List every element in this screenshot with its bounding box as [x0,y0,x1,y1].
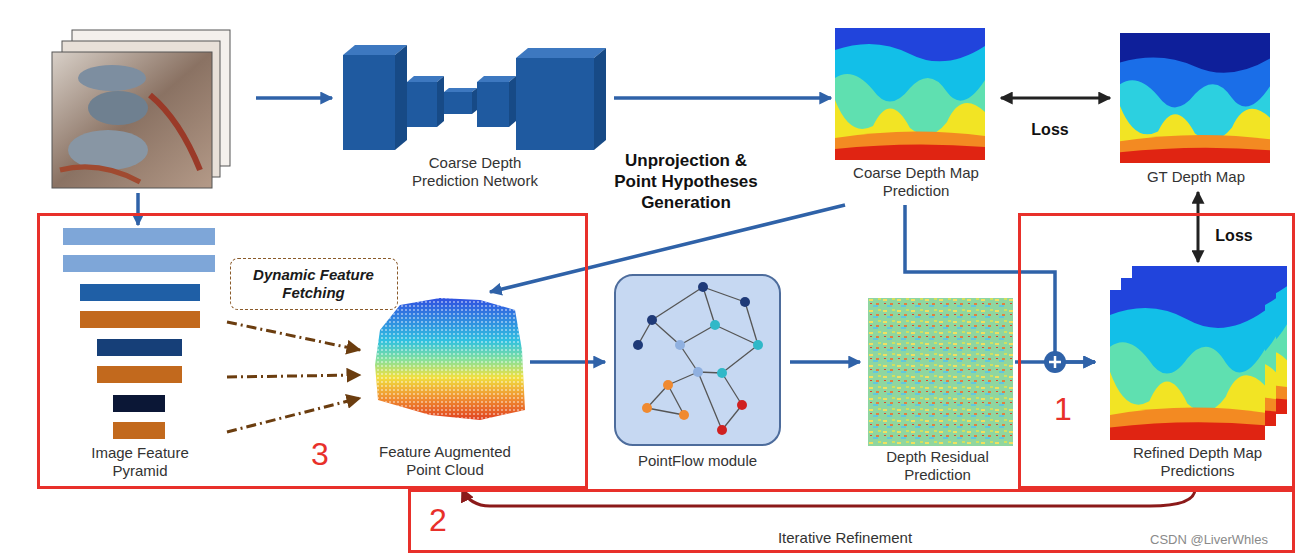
depth-image [1120,33,1270,163]
feature-fetch-arrow [227,322,360,350]
watermark: CSDN @LiverWhles [1150,532,1268,548]
highlight-box: 3 Image Feature Pyramid Dynamic Feature Fe… [37,213,588,489]
depth-map-stack: Refined Depth Map Predictions [1095,262,1290,484]
residual-image [868,298,1013,446]
pointflow-graph [615,275,780,445]
flow-arrow [1001,97,1110,100]
flow-arrow [614,96,831,100]
depth-image [835,28,985,160]
network-blocks [343,45,606,150]
flow-arrow [905,205,1095,362]
highlight-box: 1Refined Depth Map Predictions [1018,213,1295,489]
edge-label: Loss [1025,120,1075,140]
edge-label: Unprojection & Point Hypotheses Generati… [606,150,766,213]
node-label: Refined Depth Map Predictions [1120,444,1275,480]
callout-number: 3 [305,437,335,471]
pyramid-bars [63,228,215,439]
flow-arrow [490,205,845,292]
residual-map: Depth Residual Prediction [860,296,1015,486]
flow-arrow [790,360,860,364]
callout-number: 1 [1048,392,1078,426]
node-label: Depth Residual Prediction [870,448,1005,484]
callout-number: 2 [423,503,453,537]
feature-fetch-arrow [227,375,360,377]
node-label: PointFlow module [605,452,790,470]
node-label: Coarse Depth Map Prediction [831,164,1001,200]
node-label: GT Depth Map [1110,168,1282,186]
sum-symbol [1044,351,1066,373]
feature-fetch-arrow [227,398,360,432]
process-box: Dynamic Feature Fetching [230,258,398,310]
network-block: Coarse Depth Prediction Network [338,40,614,198]
module-box: PointFlow module [605,272,790,478]
node-label: Image Feature Pyramid [80,444,200,480]
input-images [52,30,230,188]
feature-pyramid: Image Feature Pyramid [55,222,227,484]
point-cloud-image [375,298,525,420]
point-cloud: Feature Augmented Point Cloud [360,292,530,482]
edge-label: Loss [1210,226,1258,246]
flow-arrow [136,193,140,225]
depth-map: Coarse Depth Map Prediction [831,25,1001,205]
flow-arrow [530,360,605,364]
node-label: Dynamic Feature Fetching [232,266,396,302]
depth-map: GT Depth Map [1110,30,1282,192]
flow-arrow [1197,192,1200,262]
flow-arrow [256,96,332,100]
node-label: Feature Augmented Point Cloud [370,443,520,479]
refined-depth-stack [1110,266,1287,440]
node-label: Coarse Depth Prediction Network [400,154,550,190]
node-label: Iterative Refinement [745,529,945,547]
